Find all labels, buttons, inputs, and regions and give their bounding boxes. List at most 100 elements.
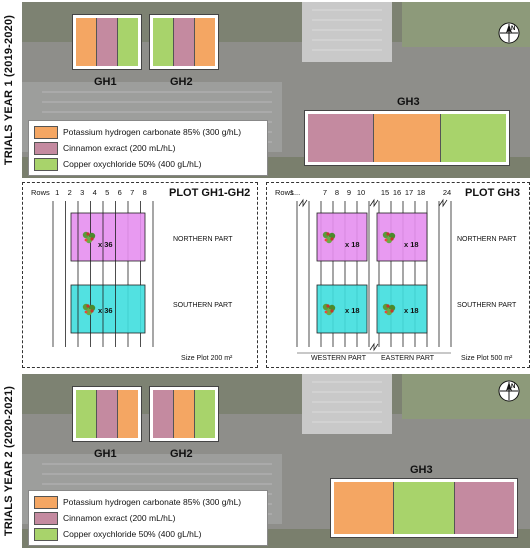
plot-gh3-title: PLOT GH3: [465, 187, 521, 199]
gh2-strip-3: [195, 390, 215, 438]
north-plant-count: x 36: [98, 240, 113, 249]
row-number: 1: [55, 188, 60, 197]
gh3-layout: [304, 110, 510, 166]
gh3-label: GH3: [410, 464, 433, 476]
gh2-strip-2: [174, 390, 195, 438]
legend-item: Cinnamon exract (200 mL/hL): [34, 510, 262, 526]
row-number: 8: [334, 188, 340, 197]
compass-letter: N: [511, 384, 515, 390]
break-mark: [369, 198, 379, 208]
gh2-strip-2: [174, 18, 195, 66]
plant-icon: [382, 303, 396, 316]
gh1-strip-3: [118, 18, 138, 66]
gh1-strip-1: [76, 390, 97, 438]
break-mark: [298, 198, 308, 208]
gh1-layout: [72, 386, 142, 442]
northern-treatment-block: [70, 212, 146, 262]
row-number: 9: [346, 188, 352, 197]
southern-treatment-block: [70, 284, 146, 334]
legend-text: Potassium hydrogen carbonate 85% (300 g/…: [63, 127, 242, 137]
plot-size-label: Size Plot 500 m²: [461, 355, 513, 362]
gh2-layout: [149, 14, 219, 70]
plant-icon: [82, 303, 96, 316]
row-number: 24: [442, 188, 452, 197]
compass-letter: N: [511, 26, 515, 32]
gh1-strip-2: [97, 390, 118, 438]
rows-label: Rows: [275, 188, 294, 197]
row-number: 16: [392, 188, 402, 197]
plant-icon: [322, 231, 336, 244]
gh2-layout: [149, 386, 219, 442]
row-number: 8: [142, 188, 147, 197]
legend-swatch: [34, 511, 58, 525]
row-number: 18: [416, 188, 426, 197]
western-part-label: WESTERN PART: [311, 355, 366, 362]
treatment-legend: Potassium hydrogen carbonate 85% (300 g/…: [28, 490, 268, 546]
row-number: 7: [322, 188, 328, 197]
plant-count-se: x 18: [404, 306, 419, 315]
legend-swatch: [34, 157, 58, 171]
gh3-strip-2: [394, 482, 455, 534]
row-number: 5: [105, 188, 110, 197]
year2-aerial-panel: GH1 GH2 GH3 Potassium hydrogen carbonate…: [22, 374, 530, 548]
legend-swatch: [34, 495, 58, 509]
plant-icon: [322, 303, 336, 316]
legend-text: Cinnamon exract (200 mL/hL): [63, 143, 176, 153]
break-mark: [438, 198, 448, 208]
row-number: 6: [117, 188, 122, 197]
legend-item: Potassium hydrogen carbonate 85% (300 g/…: [34, 494, 262, 510]
row-number: 7: [130, 188, 135, 197]
gh3-label: GH3: [397, 96, 420, 108]
legend-item: Copper oxychloride 50% (400 gL/hL): [34, 526, 262, 542]
year2-label: TRIALS YEAR 2 (2020-2021): [3, 385, 15, 537]
plot-size-label: Size Plot 200 m²: [181, 355, 233, 362]
row-number: 1...: [289, 188, 301, 197]
row-number: 3: [80, 188, 85, 197]
legend-text: Copper oxychloride 50% (400 gL/hL): [63, 159, 202, 169]
row-number: 2: [67, 188, 72, 197]
legend-swatch: [34, 527, 58, 541]
southern-part-label: SOUTHERN PART: [457, 302, 517, 309]
plant-icon: [382, 231, 396, 244]
treatment-legend: Potassium hydrogen carbonate 85% (300 g/…: [28, 120, 268, 176]
row-number: 10: [356, 188, 366, 197]
legend-text: Copper oxychloride 50% (400 gL/hL): [63, 529, 202, 539]
gh3-strip-1: [308, 114, 375, 162]
legend-swatch: [34, 141, 58, 155]
gh3-strip-2: [374, 114, 441, 162]
break-mark: [369, 342, 379, 352]
gh1-strip-1: [76, 18, 97, 66]
row-number: 17: [404, 188, 414, 197]
plant-count-nw: x 18: [345, 240, 360, 249]
plant-icon: [82, 231, 96, 244]
year1-aerial-panel: GH1 GH2 GH3 Potassium hydrogen carbonate…: [22, 2, 530, 178]
legend-text: Cinnamon exract (200 mL/hL): [63, 513, 176, 523]
gh3-strip-3: [440, 114, 506, 162]
north-compass-icon: N: [498, 380, 520, 402]
eastern-part-label: EASTERN PART: [381, 355, 435, 362]
row-number: 4: [92, 188, 97, 197]
legend-item: Potassium hydrogen carbonate 85% (300 g/…: [34, 124, 262, 140]
northern-part-label: NORTHERN PART: [173, 236, 233, 243]
northern-part-label: NORTHERN PART: [457, 236, 517, 243]
gh1-layout: [72, 14, 142, 70]
southern-part-label: SOUTHERN PART: [173, 302, 233, 309]
gh1-strip-2: [97, 18, 118, 66]
legend-item: Cinnamon exract (200 mL/hL): [34, 140, 262, 156]
plot-gh1-gh2-title: PLOT GH1-GH2: [169, 187, 251, 199]
gh3-layout: [330, 478, 518, 538]
gh2-label: GH2: [170, 76, 193, 88]
gh2-strip-1: [153, 390, 174, 438]
gh1-label: GH1: [94, 76, 117, 88]
north-compass-icon: N: [498, 22, 520, 44]
row-number: 15: [380, 188, 390, 197]
rows-label: Rows: [31, 188, 50, 197]
legend-swatch: [34, 125, 58, 139]
plot-gh1-gh2-diagram: [52, 201, 154, 347]
gh2-strip-1: [153, 18, 174, 66]
plant-count-sw: x 18: [345, 306, 360, 315]
